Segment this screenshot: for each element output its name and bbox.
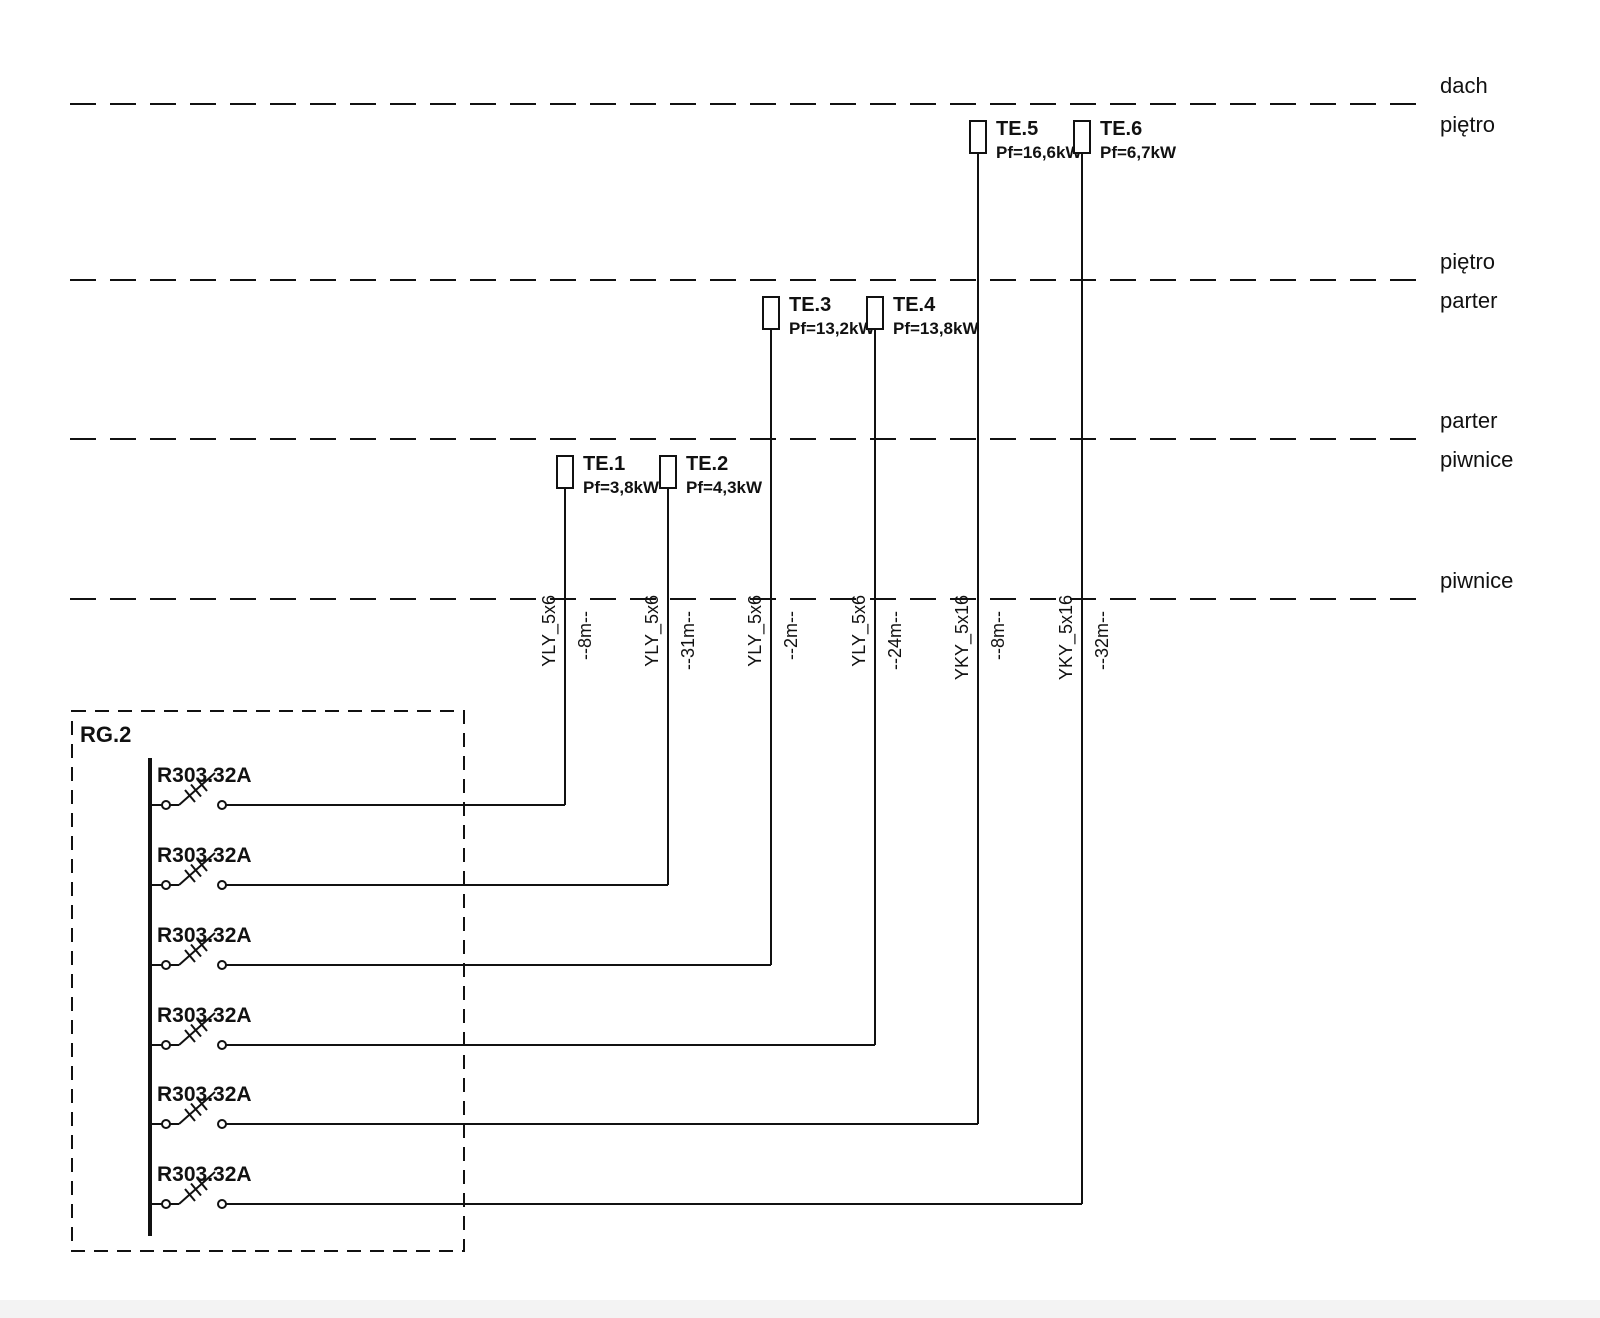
te-name: TE.1 — [583, 453, 625, 475]
breaker-contact-in — [161, 1199, 171, 1209]
breaker-pole-tick — [196, 1177, 208, 1191]
breaker-pole-tick — [196, 938, 208, 952]
floor-label-lower: piwnice — [1440, 447, 1513, 472]
te-device-box — [556, 455, 574, 489]
te-power: Pf=16,6kW — [996, 143, 1082, 162]
te-name: TE.4 — [893, 294, 936, 316]
breaker-pole-tick — [190, 863, 202, 878]
breaker-pole-tick — [184, 1188, 196, 1202]
breaker-label: R303.32A — [157, 1004, 252, 1027]
floor-label-upper: piwnice — [1440, 568, 1513, 593]
cable-type-label: YLY_5x6 — [745, 595, 766, 667]
te-power: Pf=4,3kW — [686, 478, 763, 497]
breaker-pole-tick — [190, 1102, 202, 1117]
breaker-switch-blade — [178, 932, 216, 966]
breaker-pole-tick — [190, 943, 202, 958]
te-device-box — [866, 296, 884, 330]
cable-type-label: YLY_5x6 — [642, 595, 663, 667]
te-power: Pf=13,8kW — [893, 319, 979, 338]
te-name: TE.6 — [1100, 118, 1142, 140]
breaker-pole-tick — [184, 1029, 196, 1043]
te-name: TE.3 — [789, 294, 831, 316]
cable-type-label: YKY_5x16 — [952, 595, 973, 680]
breaker-contact-out — [217, 1199, 227, 1209]
breaker-pole-tick — [196, 778, 208, 792]
breaker-switch-blade — [178, 1171, 216, 1205]
cable-length-label: --32m-- — [1092, 611, 1112, 670]
breaker-pole-tick — [196, 1018, 208, 1032]
breaker-switch-blade — [178, 1091, 216, 1125]
circuits-layer: R303.32A TE.1Pf=3,8kW YLY_5x6 --8m-- R303.32… — [150, 118, 1177, 1209]
te-device-box — [762, 296, 780, 330]
floor-label-lower: piętro — [1440, 112, 1495, 137]
breaker-label: R303.32A — [157, 924, 252, 947]
board-enclosure-dashed — [71, 710, 465, 1252]
te-name: TE.5 — [996, 118, 1038, 140]
cable-length-label: --8m-- — [988, 611, 1008, 660]
breaker-label: R303.32A — [157, 1163, 252, 1186]
distribution-board-layer: RG.2 — [71, 710, 465, 1252]
cable-length-label: --24m-- — [885, 611, 905, 670]
floor-label-upper: parter — [1440, 408, 1497, 433]
breaker-pole-tick — [190, 1023, 202, 1038]
breaker-label: R303.32A — [157, 764, 252, 787]
breaker-label: R303.32A — [157, 844, 252, 867]
breaker-pole-tick — [184, 789, 196, 803]
board-name: RG.2 — [80, 722, 131, 747]
floor-label-upper: piętro — [1440, 249, 1495, 274]
te-power: Pf=3,8kW — [583, 478, 660, 497]
cable-length-label: --31m-- — [678, 611, 698, 670]
cable-type-label: YKY_5x16 — [1056, 595, 1077, 680]
cable-type-label: YLY_5x6 — [849, 595, 870, 667]
te-name: TE.2 — [686, 453, 728, 475]
breaker-pole-tick — [184, 949, 196, 963]
breaker-pole-tick — [184, 1108, 196, 1122]
breaker-contact-in — [161, 960, 171, 970]
floor-label-upper: dach — [1440, 73, 1488, 98]
breaker-contact-in — [161, 1119, 171, 1129]
breaker-pole-tick — [190, 783, 202, 798]
breaker-pole-tick — [196, 858, 208, 872]
te-device-box — [969, 120, 987, 154]
breaker-contact-out — [217, 880, 227, 890]
breaker-contact-out — [217, 800, 227, 810]
breaker-label: R303.32A — [157, 1083, 252, 1106]
breaker-contact-out — [217, 960, 227, 970]
te-power: Pf=6,7kW — [1100, 143, 1177, 162]
te-device-box — [1073, 120, 1091, 154]
floor-lines-layer: dach piętro piętro parter parter piwnice piwni… — [70, 73, 1513, 600]
breaker-contact-in — [161, 800, 171, 810]
breaker-contact-out — [217, 1119, 227, 1129]
floor-label-lower: parter — [1440, 288, 1497, 313]
cable-length-label: --8m-- — [575, 611, 595, 660]
breaker-contact-in — [161, 880, 171, 890]
te-power: Pf=13,2kW — [789, 319, 875, 338]
breaker-contact-out — [217, 1040, 227, 1050]
breaker-pole-tick — [196, 1097, 208, 1111]
breaker-pole-tick — [190, 1182, 202, 1197]
breaker-switch-blade — [178, 772, 216, 806]
breaker-switch-blade — [178, 1012, 216, 1046]
cable-length-label: --2m-- — [781, 611, 801, 660]
breaker-switch-blade — [178, 852, 216, 886]
cable-type-label: YLY_5x6 — [539, 595, 560, 667]
te-device-box — [659, 455, 677, 489]
breaker-contact-in — [161, 1040, 171, 1050]
breaker-pole-tick — [184, 869, 196, 883]
